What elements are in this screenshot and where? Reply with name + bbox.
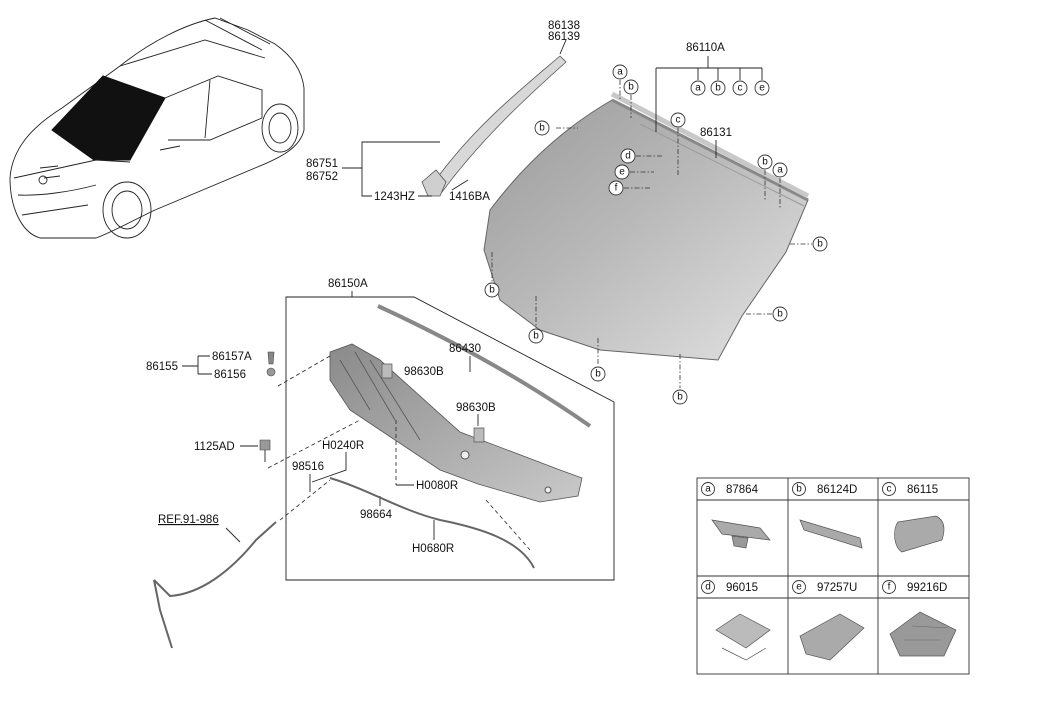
legend-part-97257U: 97257U: [817, 582, 857, 594]
callout-a-2: a: [772, 162, 788, 178]
callout-b-5: b: [772, 306, 788, 322]
label-86110A: 86110A: [686, 42, 725, 54]
svg-text:c: c: [738, 83, 743, 94]
label-1416BA: 1416BA: [449, 191, 490, 203]
legend-part-86124D: 86124D: [817, 484, 857, 496]
callout-86110A-b: b: [710, 80, 726, 96]
svg-text:b: b: [628, 82, 634, 93]
legend-table: a 87864 b 86124D c 86115 d 96015 e 97257…: [696, 477, 970, 675]
svg-text:b: b: [796, 484, 802, 495]
callout-b-7: b: [528, 328, 544, 344]
part-image-97257U: [799, 613, 865, 661]
callout-86110A-a: a: [690, 80, 706, 96]
svg-text:d: d: [705, 582, 711, 593]
svg-text:e: e: [796, 582, 802, 593]
legend-cell-e: e 97257U: [792, 580, 857, 594]
legend-part-87864: 87864: [726, 484, 759, 496]
label-ref-91-986: REF.91-986: [158, 514, 219, 526]
legend-cell-d: d 96015: [701, 580, 758, 594]
callout-b-1: b: [623, 79, 639, 95]
label-98630B-2: 98630B: [456, 402, 496, 414]
svg-text:b: b: [533, 331, 539, 342]
legend-cell-f: f 99216D: [882, 580, 947, 594]
svg-text:f: f: [615, 183, 618, 194]
part-image-86124D: [799, 519, 863, 549]
callout-d-1: d: [620, 148, 636, 164]
callout-f-1: f: [608, 180, 624, 196]
svg-text:b: b: [715, 83, 721, 94]
svg-text:c: c: [676, 115, 681, 126]
cowl-panel: [329, 343, 583, 503]
callout-b-3: b: [757, 154, 773, 170]
legend-cell-b: b 86124D: [792, 482, 857, 496]
part-image-86115: [894, 515, 945, 553]
vehicle-illustration: [9, 17, 305, 239]
label-86139: 86139: [548, 31, 580, 43]
svg-text:b: b: [677, 392, 683, 403]
label-1125AD: 1125AD: [194, 441, 235, 453]
label-86150A: 86150A: [328, 278, 368, 290]
label-86131: 86131: [700, 127, 732, 139]
label-86751: 86751: [306, 158, 338, 170]
label-H0680R: H0680R: [412, 543, 454, 555]
part-image-87864: [711, 519, 771, 549]
callout-86110A-c: c: [732, 80, 748, 96]
svg-text:d: d: [625, 151, 631, 162]
svg-text:a: a: [777, 165, 783, 176]
svg-text:a: a: [695, 83, 701, 94]
svg-text:a: a: [617, 67, 623, 78]
legend-cell-a: a 87864: [701, 482, 759, 496]
label-86156: 86156: [214, 369, 246, 381]
svg-text:e: e: [619, 167, 625, 178]
callout-b-9: b: [672, 389, 688, 405]
svg-text:c: c: [887, 484, 892, 495]
svg-text:e: e: [759, 83, 765, 94]
svg-text:a: a: [705, 484, 711, 495]
label-H0080R: H0080R: [416, 480, 458, 492]
svg-text:f: f: [888, 582, 891, 593]
label-98516: 98516: [292, 461, 324, 473]
svg-text:b: b: [817, 239, 823, 250]
svg-text:b: b: [777, 309, 783, 320]
svg-text:b: b: [595, 369, 601, 380]
legend-part-86115: 86115: [907, 484, 938, 496]
callout-a-1: a: [612, 64, 628, 80]
label-1243HZ: 1243HZ: [374, 191, 415, 203]
label-86138: 86138: [548, 20, 580, 32]
legend-part-96015: 96015: [726, 582, 758, 594]
callout-e-1: e: [614, 164, 630, 180]
callout-b-8: b: [590, 366, 606, 382]
label-98630B-1: 98630B: [404, 366, 444, 378]
callout-b-6: b: [484, 282, 500, 298]
callout-86110A-e: e: [754, 80, 770, 96]
label-86752: 86752: [306, 171, 338, 183]
svg-text:b: b: [539, 123, 545, 134]
windshield-glass: [483, 98, 809, 361]
legend-cell-c: c 86115: [882, 482, 938, 496]
svg-text:b: b: [489, 285, 495, 296]
label-H0240R: H0240R: [322, 440, 364, 452]
a-pillar-trim: [421, 39, 567, 197]
part-image-96015: [715, 613, 771, 661]
label-86155: 86155: [146, 361, 178, 373]
callout-b-4: b: [812, 236, 828, 252]
label-86157A: 86157A: [212, 351, 252, 363]
legend-part-99216D: 99216D: [907, 582, 947, 594]
callout-c-1: c: [670, 112, 686, 128]
label-86430: 86430: [449, 343, 481, 355]
label-98664: 98664: [360, 509, 393, 521]
part-image-99216D: [889, 611, 957, 657]
svg-text:b: b: [762, 157, 768, 168]
callout-b-2: b: [534, 120, 550, 136]
